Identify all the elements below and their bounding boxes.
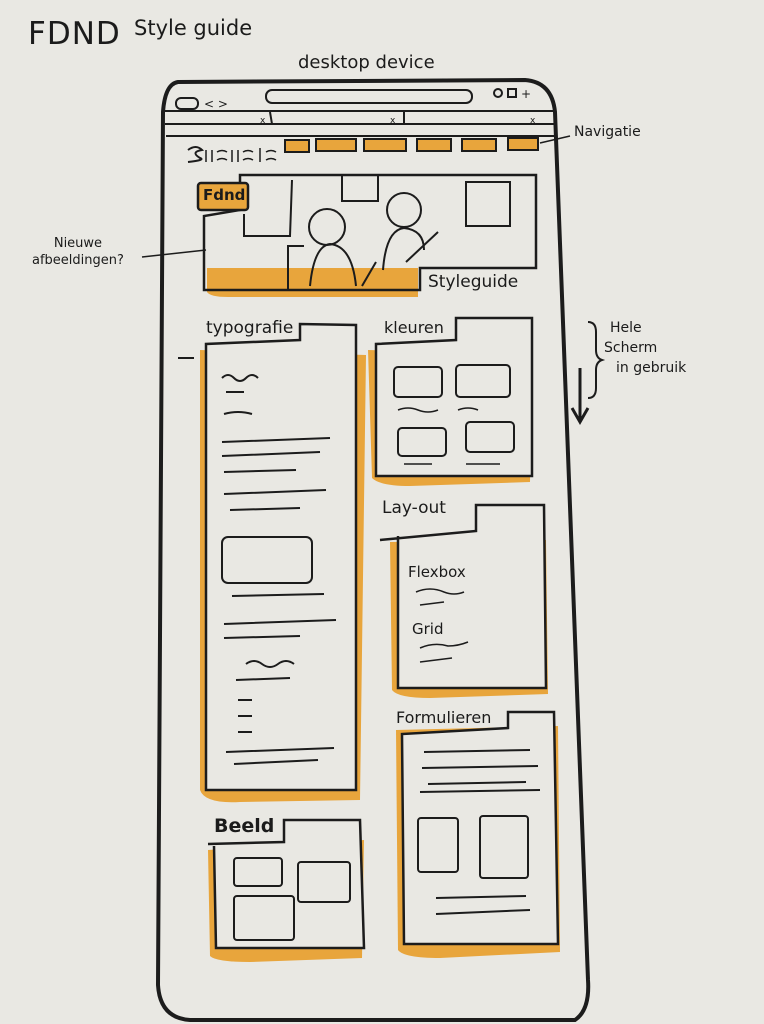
person-icon <box>386 192 422 228</box>
layout-item-flexbox: Flexbox <box>408 563 466 581</box>
color-swatch <box>397 427 447 457</box>
layout-card <box>379 503 548 690</box>
tab-close-1: x <box>260 116 266 126</box>
nav-item <box>461 138 497 152</box>
layout-item-grid: Grid <box>412 620 444 638</box>
color-swatch <box>455 364 511 398</box>
new-images-line2: afbeeldingen? <box>32 253 124 268</box>
window-control-maximize <box>507 88 517 98</box>
form-field-placeholder <box>417 817 459 873</box>
tab-close-3: x <box>530 116 536 126</box>
section-title-image: Beeld <box>214 815 275 837</box>
window-control-minimize <box>493 88 503 98</box>
device-label: desktop device <box>298 52 435 73</box>
image-card <box>207 818 366 950</box>
image-placeholder <box>297 861 351 903</box>
tab-close-2: x <box>390 116 396 126</box>
person-icon <box>308 208 346 246</box>
full-screen-annotation: Hele Scherm in gebruik <box>604 318 686 378</box>
color-swatch <box>465 421 515 453</box>
hero-caption: Styleguide <box>428 272 519 292</box>
nav-item <box>507 137 539 151</box>
form-field-placeholder <box>479 815 529 879</box>
full-screen-line3: in gebruik <box>616 360 687 376</box>
page-subtitle: Style guide <box>134 16 253 40</box>
nav-item <box>363 138 407 152</box>
scroll-arrow-icon <box>570 368 590 426</box>
nav-item <box>416 138 452 152</box>
window-control-add: + <box>521 87 531 101</box>
device-frame <box>155 77 591 1022</box>
new-images-line1: Nieuwe <box>53 236 103 251</box>
navigation-annotation: Navigatie <box>574 124 641 140</box>
nav-logo-icon <box>187 146 205 163</box>
full-screen-line1: Hele <box>610 320 642 336</box>
typography-card <box>204 322 358 792</box>
bracket <box>587 321 606 399</box>
typography-sample-box <box>221 536 313 584</box>
hero-image-placeholder <box>465 181 511 227</box>
colors-card <box>374 316 534 478</box>
hero-shadow <box>207 220 418 297</box>
nav-items <box>284 137 539 153</box>
full-screen-line2: Scherm <box>604 340 658 356</box>
image-placeholder <box>233 857 283 887</box>
section-title-forms: Formulieren <box>396 708 492 727</box>
nav-item <box>284 139 310 153</box>
section-title-layout: Lay-out <box>382 498 446 518</box>
section-title-typography: typografie <box>206 318 294 338</box>
hero-logo-text: Fdnd <box>203 186 246 204</box>
color-swatch <box>393 366 443 398</box>
new-images-annotation: Nieuwe afbeeldingen? <box>32 235 124 269</box>
nav-item <box>315 138 357 152</box>
browser-address-bar <box>265 89 473 104</box>
image-placeholder <box>233 895 295 941</box>
browser-back-button <box>175 97 199 110</box>
section-title-colors: kleuren <box>384 318 444 337</box>
hero-logo-box <box>196 181 250 212</box>
browser-nav-arrows: < > <box>204 97 228 111</box>
page-title: FDND <box>28 16 121 52</box>
